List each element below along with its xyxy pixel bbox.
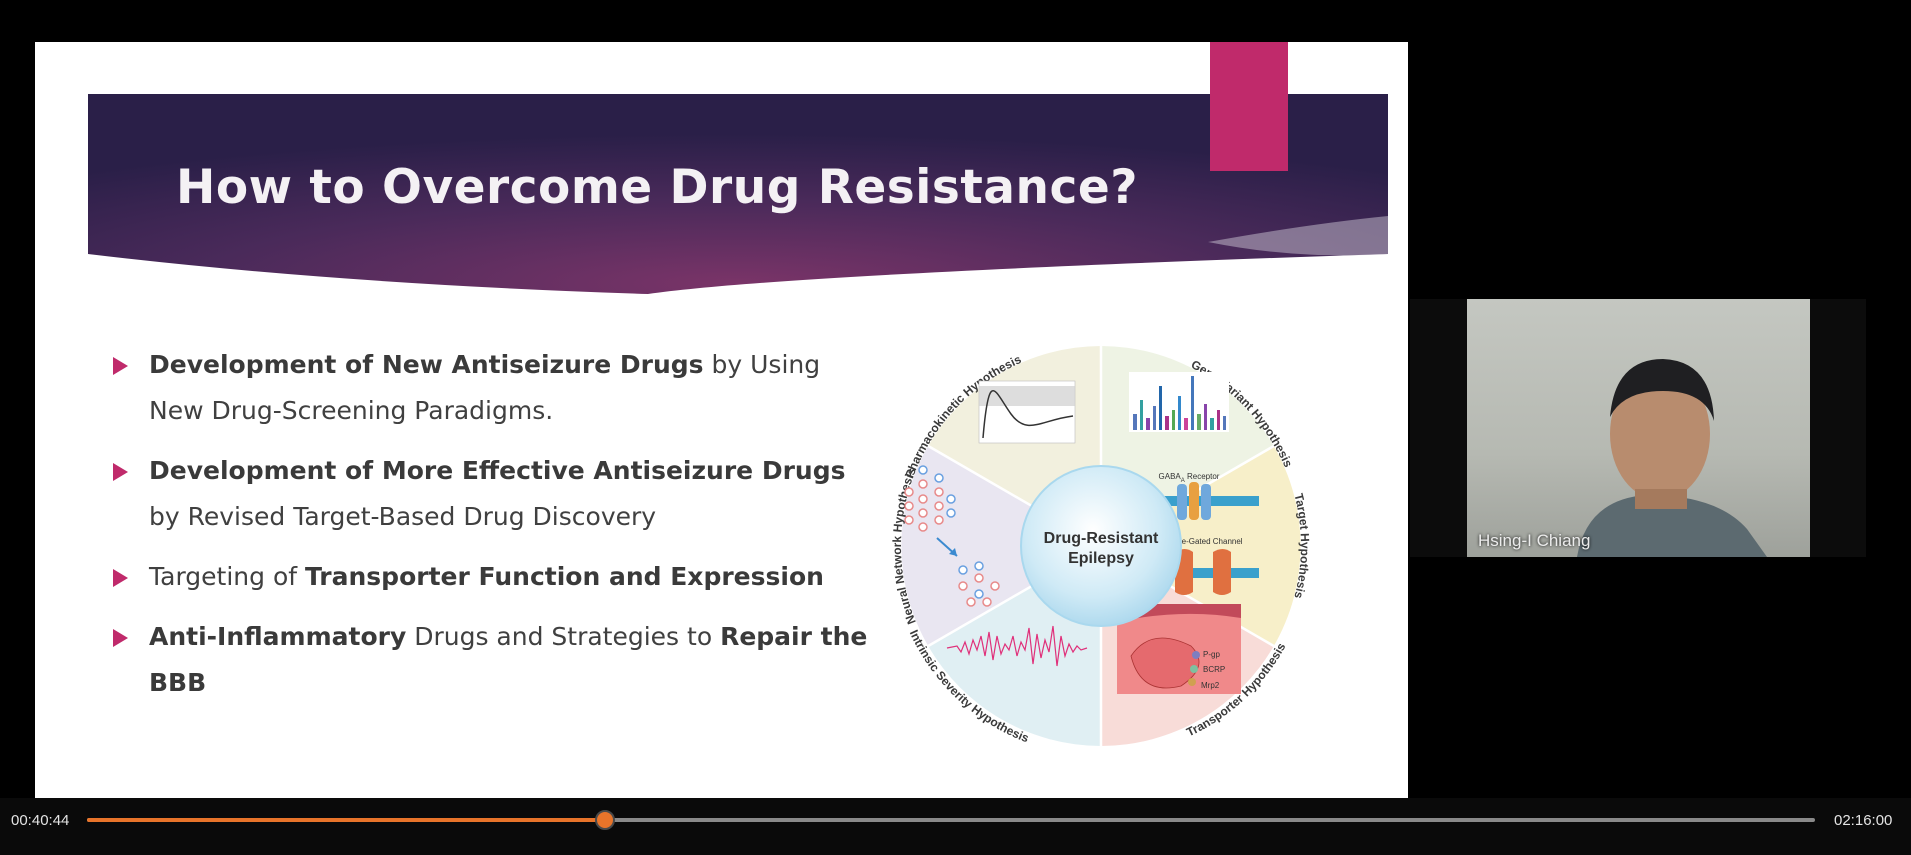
svg-text:Mrp2: Mrp2 <box>1201 681 1220 690</box>
bullet-item: Targeting of Transporter Function and Ex… <box>111 554 871 600</box>
bullet-bold-text: Development of New Antiseizure Drugs <box>149 350 704 379</box>
presentation-slide: How to Overcome Drug Resistance? Develop… <box>35 42 1408 798</box>
svg-text:BCRP: BCRP <box>1203 665 1225 674</box>
bullet-text: Drugs and Strategies to <box>406 622 721 651</box>
current-time: 00:40:44 <box>11 812 70 829</box>
transporter-graphic: P-gp BCRP Mrp2 <box>1117 604 1241 694</box>
bullet-text: by Revised Target-Based Drug Discovery <box>149 502 657 531</box>
bullet-arrow-icon <box>113 569 128 587</box>
speaker-silhouette <box>1577 359 1767 557</box>
title-banner <box>88 94 1388 294</box>
bullet-item: Anti-Inflammatory Drugs and Strategies t… <box>111 614 871 706</box>
video-player-controls: 00:40:44 02:16:00 <box>0 798 1911 855</box>
gene-variant-bars-graphic <box>1129 372 1229 432</box>
slide-title: How to Overcome Drug Resistance? <box>176 160 1138 215</box>
progress-fill <box>87 818 605 822</box>
eeg-waveform-graphic <box>946 625 1088 667</box>
participant-name: Hsing-I Chiang <box>1478 531 1591 550</box>
center-label-line1: Drug-Resistant <box>1044 530 1159 547</box>
total-time: 02:16:00 <box>1834 812 1893 829</box>
pk-curve-graphic <box>978 380 1076 444</box>
bullet-list: Development of New Antiseizure Drugs by … <box>111 342 871 720</box>
bullet-text: Targeting of <box>149 562 305 591</box>
bullet-text: by Using New Drug-Screening Paradigms. <box>149 350 821 425</box>
webcam-tile[interactable]: Hsing-I Chiang <box>1410 299 1866 557</box>
segment-label: Target Hypothesis <box>1291 492 1312 600</box>
svg-text:GABAA Receptor: GABAA Receptor <box>1159 472 1220 484</box>
bullet-item: Development of New Antiseizure Drugs by … <box>111 342 871 434</box>
accent-block <box>1210 42 1288 171</box>
svg-text:P-gp: P-gp <box>1203 650 1220 659</box>
bullet-bold-text: Transporter Function and Expression <box>305 562 824 591</box>
svg-text:Voltage-Gated Channel: Voltage-Gated Channel <box>1159 537 1242 546</box>
center-hub <box>1020 465 1182 627</box>
hypothesis-wheel-diagram: Pharmacokinetic Hypothesis Gene Variant … <box>890 346 1312 746</box>
bullet-bold-text: Anti-Inflammatory <box>149 622 407 651</box>
neural-network-graphic <box>904 465 1000 607</box>
progress-track[interactable] <box>87 810 1815 830</box>
center-label-line2: Epilepsy <box>1068 550 1134 567</box>
bullet-arrow-icon <box>113 463 128 481</box>
progress-thumb-icon[interactable] <box>594 810 615 830</box>
webcam-video: Hsing-I Chiang <box>1467 299 1810 557</box>
bullet-item: Development of More Effective Antiseizur… <box>111 448 871 540</box>
bullet-arrow-icon <box>113 629 128 647</box>
bullet-bold-text: Development of More Effective Antiseizur… <box>149 456 846 485</box>
bullet-arrow-icon <box>113 357 128 375</box>
bullet-bold-text: Repair the BBB <box>149 622 868 697</box>
